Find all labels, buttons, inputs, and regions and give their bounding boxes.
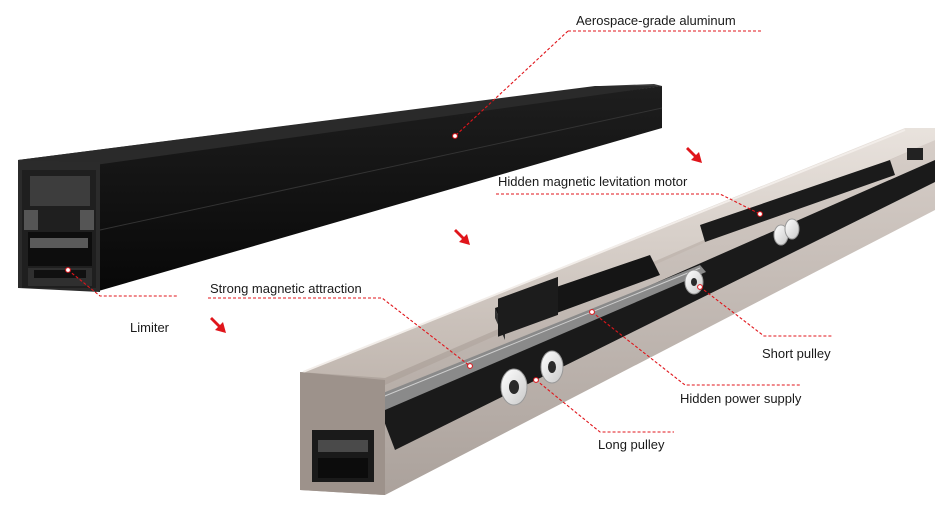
leader-short-pulley	[699, 286, 832, 337]
leader-lines	[67, 30, 832, 433]
leader-endpoints	[65, 133, 763, 383]
label-short-pulley: Short pulley	[762, 346, 831, 361]
label-long-pulley: Long pulley	[598, 437, 665, 452]
label-aluminum: Aerospace-grade aluminum	[576, 13, 736, 28]
black-aluminum-rail	[18, 84, 663, 292]
label-power: Hidden power supply	[680, 391, 802, 406]
transparent-rail	[300, 128, 935, 495]
leader-aluminum	[454, 30, 762, 137]
leader-long-pulley	[535, 379, 674, 433]
leader-limiter	[67, 269, 178, 297]
red-arrow-icon	[686, 147, 702, 163]
label-magnetic: Strong magnetic attraction	[210, 281, 362, 296]
label-motor: Hidden magnetic levitation motor	[498, 174, 688, 189]
red-arrow-icon	[210, 317, 226, 333]
label-limiter: Limiter	[130, 320, 170, 335]
long-pulley-wheels	[500, 350, 564, 406]
red-arrow-icon	[454, 229, 470, 245]
short-pulley-wheels	[684, 218, 800, 295]
leader-magnetic	[208, 297, 471, 367]
